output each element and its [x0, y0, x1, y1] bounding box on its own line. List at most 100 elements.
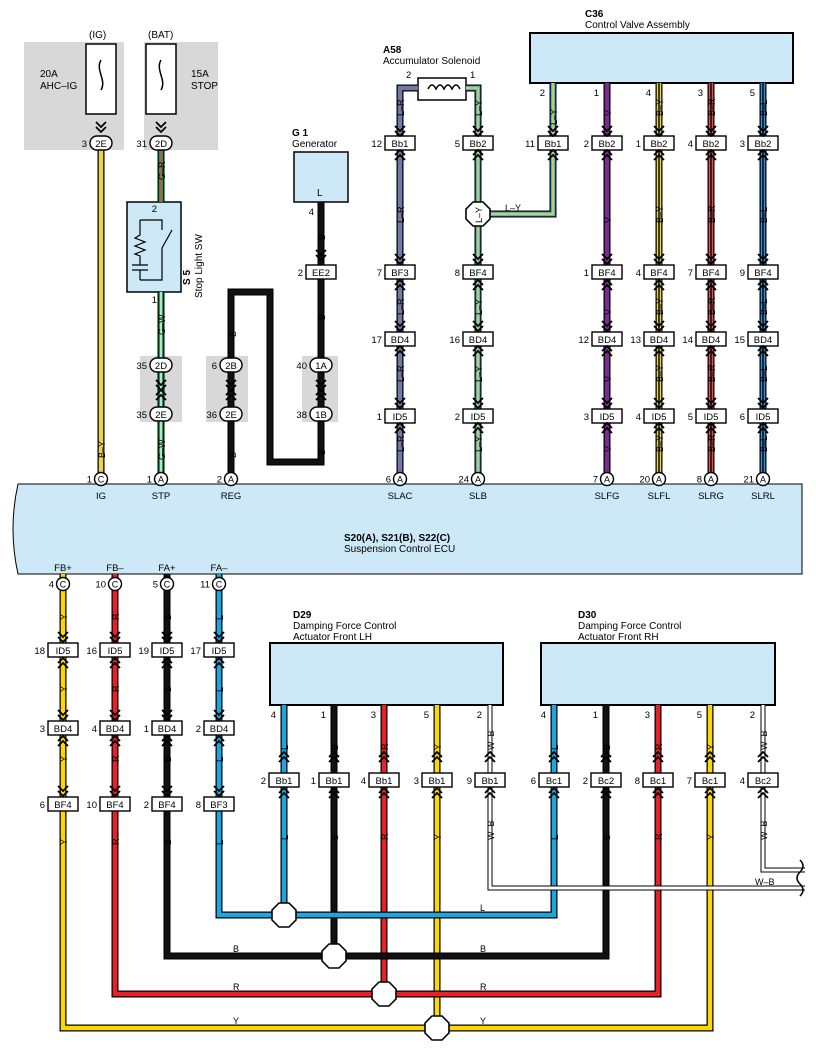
connector-chevron-icon: [394, 397, 406, 405]
connector-chevron-icon: [278, 755, 290, 763]
connector-name: BF4: [702, 268, 719, 279]
connector-chevron-icon: [472, 253, 484, 261]
connector-chevron-icon: [653, 421, 665, 429]
connector-chevron-icon: [653, 130, 665, 138]
connector-chevron-icon: [652, 791, 664, 799]
wire-color-label: L: [280, 835, 290, 840]
connector-name: BF4: [54, 800, 71, 811]
connector-chevron-icon: [484, 791, 496, 799]
d29-pin: 3: [371, 710, 376, 721]
connector-chevron-icon: [225, 379, 237, 387]
c36-pin: 1: [594, 88, 599, 99]
ecu-pin-number: 7: [593, 475, 598, 486]
connector-chevron-icon: [653, 320, 665, 328]
connector-chevron-icon: [155, 393, 167, 401]
connector-pin: 6: [740, 412, 745, 423]
wire-color-label: L–R: [396, 298, 406, 315]
wire-color-label: W–B: [759, 730, 769, 750]
connector-chevron-icon: [213, 656, 225, 664]
ecu-pin-number: 2: [217, 475, 222, 486]
wire-color-label: B: [602, 834, 612, 840]
connector-chevron-icon: [757, 253, 769, 261]
wire-color-label: L: [215, 757, 225, 762]
junction-connector: [309, 406, 333, 422]
d29-box: [269, 642, 504, 706]
ecu-pin-circle: [55, 576, 71, 592]
connector-chevron-icon: [155, 121, 167, 129]
wires-layer: [59, 83, 805, 1032]
connector-pin: 16: [449, 335, 460, 346]
ecu-pin-circle: [599, 471, 615, 487]
connector-chevron-icon: [213, 709, 225, 717]
connector-chevron-icon: [600, 755, 612, 763]
wire-color-label: B: [233, 944, 239, 954]
junction-pin: 40: [296, 361, 307, 372]
connector-chevron-icon: [161, 790, 173, 798]
connector-chevron-icon: [394, 278, 406, 286]
connector-name: BF3: [210, 800, 227, 811]
ecu-pin-number: 20: [639, 475, 650, 486]
wire-color-label: B: [317, 234, 327, 240]
connector-chevron-icon: [601, 153, 613, 161]
junction-connector: [309, 357, 333, 373]
connector-chevron-icon: [213, 714, 225, 722]
splice-point-icon: [371, 981, 397, 1007]
connector-chevron-icon: [161, 714, 173, 722]
wire-color-label: L–Y: [474, 207, 484, 223]
connector-chevron-icon: [600, 791, 612, 799]
c36-code: C36: [585, 9, 604, 20]
a58-code: A58: [383, 45, 402, 56]
connector-chevron-icon: [757, 349, 769, 357]
connector-chevron-icon: [757, 791, 769, 799]
connector-chevron-icon: [705, 148, 717, 156]
ecu-pin-circle: [223, 471, 239, 487]
connector-chevron-icon: [57, 734, 69, 742]
connector-chevron-icon: [213, 636, 225, 644]
connector-chevron-icon: [484, 786, 496, 794]
wire-color-label: V: [603, 110, 613, 116]
connector-chevron-icon: [161, 661, 173, 669]
connector-chevron-icon: [315, 249, 327, 257]
connector-chevron-icon: [57, 714, 69, 722]
wire-wb-lh-outline: [487, 705, 805, 891]
connector-chevron-icon: [705, 258, 717, 266]
connector-name: Bb1: [326, 776, 343, 787]
connector-chevron-icon: [547, 125, 559, 133]
connector-chevron-icon: [161, 734, 173, 742]
ecu-pin-conn: C: [60, 580, 67, 590]
connector-chevron-icon: [278, 786, 290, 794]
connector-chevron-icon: [705, 283, 717, 291]
connector-chevron-icon: [757, 148, 769, 156]
connector-pin: 17: [190, 646, 201, 657]
connector-chevron-icon: [394, 426, 406, 434]
ecu-pin-name: SLFL: [648, 491, 671, 502]
junction-pin: 35: [136, 410, 147, 421]
connector-chevron-icon: [225, 388, 237, 396]
d29-code: D29: [293, 610, 312, 621]
splice-point-icon: [271, 902, 297, 928]
junction-connector: [149, 357, 173, 373]
ecu-pin-name: SLFG: [595, 491, 620, 502]
connector-chevron-icon: [601, 426, 613, 434]
wire-color-label: B–R: [707, 205, 717, 223]
connector-pin: 3: [414, 776, 419, 787]
connector-chevron-icon: [109, 709, 121, 717]
connector-pin: 7: [688, 268, 693, 279]
ecu-pin-number: 1: [87, 475, 92, 486]
wire-color-label: R: [111, 685, 121, 692]
connector-name: Bb2: [703, 139, 720, 150]
connector-chevron-icon: [757, 397, 769, 405]
wire-color-label: W–B: [759, 820, 769, 840]
connector-chevron-icon: [601, 148, 613, 156]
s5-box: [126, 201, 182, 293]
ecu-pin-conn: C: [164, 580, 171, 590]
connector-pin: 6: [40, 800, 45, 811]
connector-chevron-icon: [431, 755, 443, 763]
ecu-pin-conn: A: [158, 475, 164, 485]
wire-wb-rh: [761, 705, 805, 872]
wire-color-label: L–Y: [505, 203, 521, 213]
connector-chevron-icon: [705, 421, 717, 429]
connector-chevron-icon: [757, 344, 769, 352]
wire-color-label: L–R: [396, 206, 406, 223]
wire-color-label: B–Y: [655, 206, 665, 223]
